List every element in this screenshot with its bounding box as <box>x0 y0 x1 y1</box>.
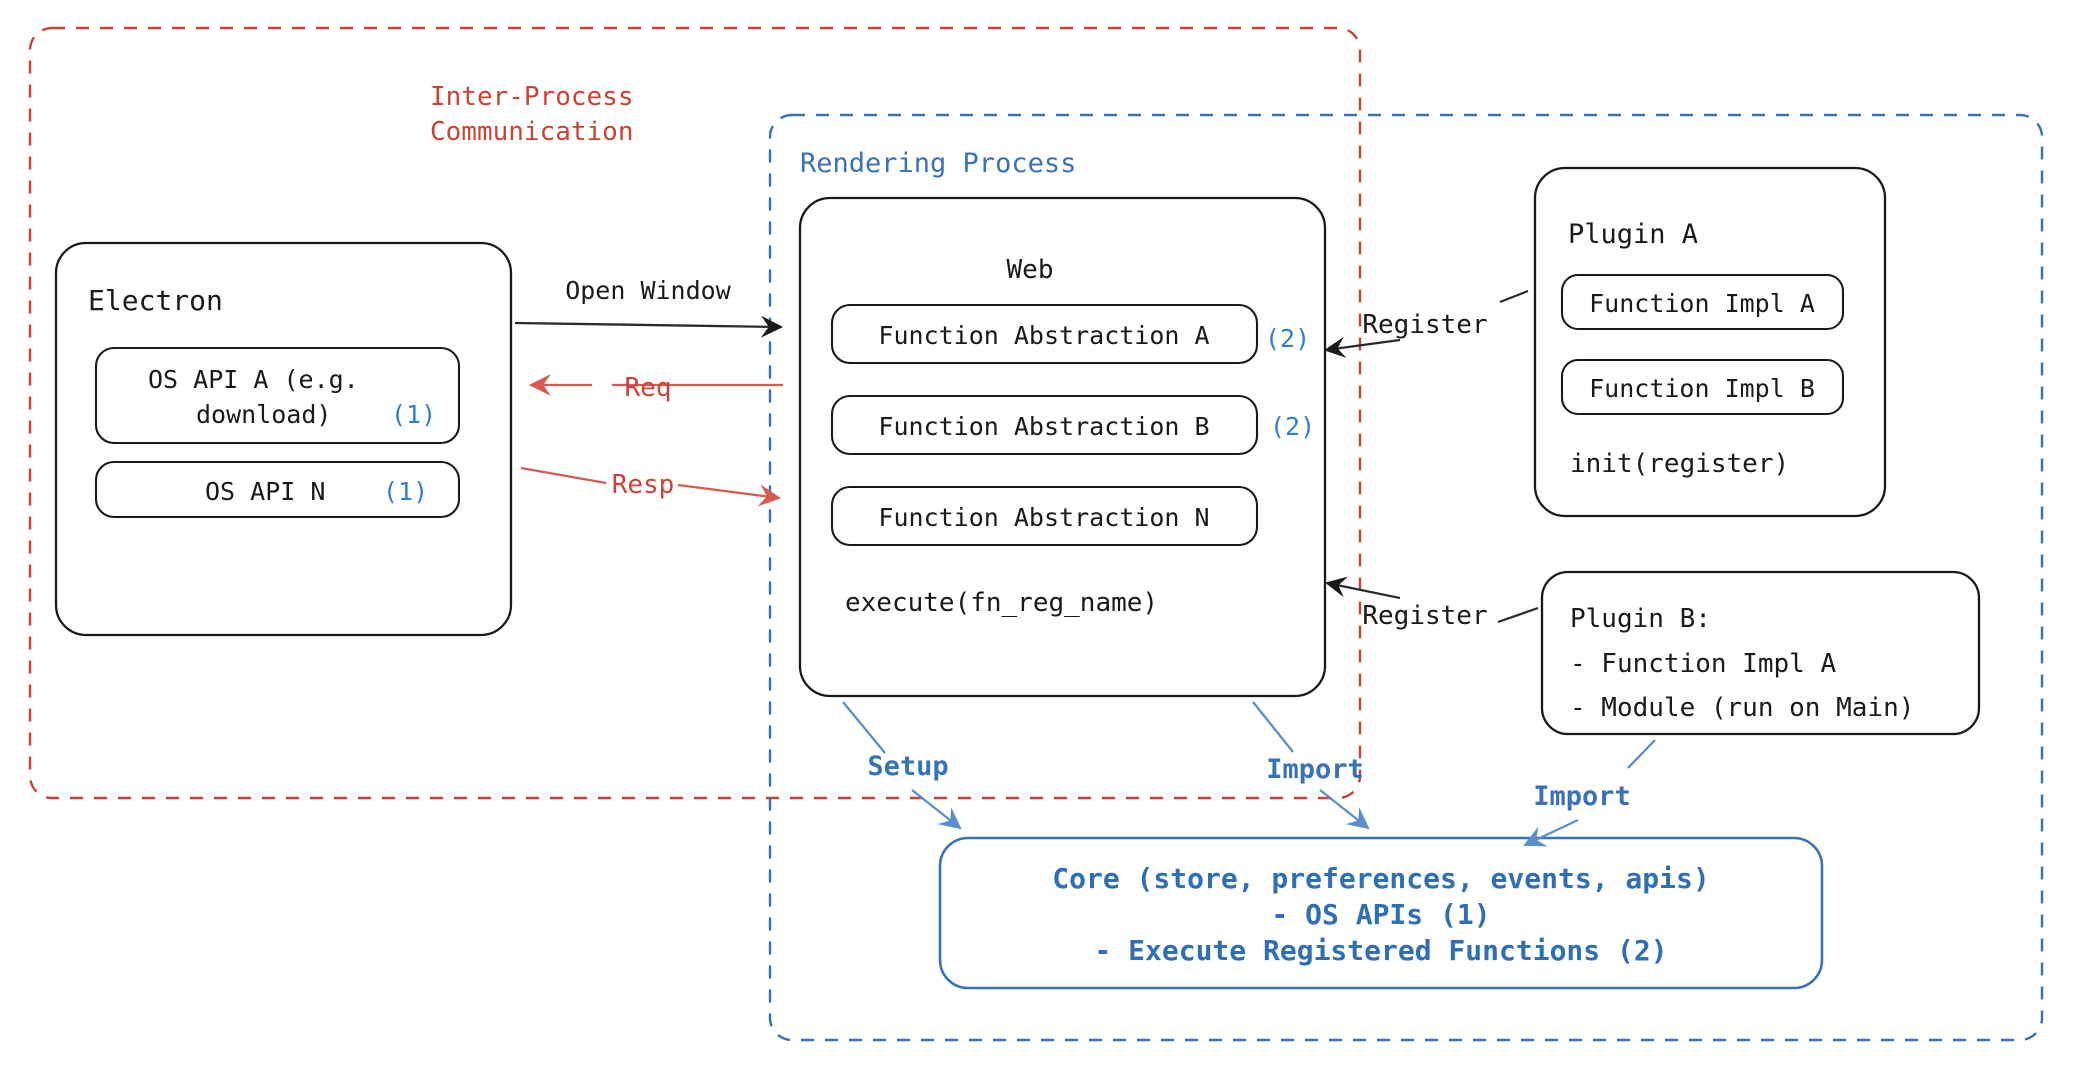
function-abstraction-b-box[interactable] <box>830 394 1259 456</box>
plugin-a-init-footer: init(register) <box>1570 449 1789 479</box>
os-api-n-box[interactable] <box>94 460 461 519</box>
edge-open-window: Open Window <box>514 276 784 338</box>
function-abstraction-a-box[interactable] <box>830 303 1259 365</box>
ipc-boundary <box>28 26 1362 800</box>
web-abstraction-n[interactable]: Function Abstraction N <box>830 485 1259 547</box>
plugin-a-title: Plugin A <box>1568 219 1698 250</box>
register-b-line-upper <box>1497 606 1539 624</box>
register-a-arrow <box>1324 337 1401 358</box>
plugin-b-line-1: - Function Impl A <box>1570 649 1836 679</box>
open-window-arrow <box>514 315 784 338</box>
req-label: Req <box>625 373 672 403</box>
setup-label: Setup <box>867 751 948 782</box>
edge-req: Req <box>528 373 783 403</box>
web-title: Web <box>1007 255 1054 285</box>
import-web-line-upper <box>1252 701 1294 753</box>
os-api-n-label: OS API N <box>205 477 325 506</box>
web-execute-footer: execute(fn_reg_name) <box>845 588 1158 618</box>
plugin-b-title: Plugin B: <box>1570 604 1711 634</box>
resp-line-left <box>520 466 607 485</box>
function-abstraction-n-label: Function Abstraction N <box>878 503 1209 532</box>
function-abstraction-a-marker: (2) <box>1265 324 1310 353</box>
register-b-label: Register <box>1362 601 1487 631</box>
edge-import-web: Import <box>1252 701 1370 830</box>
os-api-n-marker: (1) <box>383 477 428 506</box>
open-window-label: Open Window <box>565 276 732 305</box>
node-electron[interactable]: Electron OS API A (e.g. download) (1) OS… <box>54 241 513 637</box>
plugin-a-box[interactable] <box>1533 166 1887 518</box>
os-api-a-line1: OS API A (e.g. <box>148 365 359 394</box>
edge-import-plugin-b: Import <box>1523 739 1656 847</box>
core-box[interactable] <box>938 836 1824 990</box>
os-api-a-box[interactable] <box>94 346 461 445</box>
import-plugin-b-label: Import <box>1533 781 1631 812</box>
rendering-title: Rendering Process <box>800 148 1076 179</box>
ipc-title-line1: Inter-Process <box>430 82 634 112</box>
node-plugin-b[interactable]: Plugin B: - Function Impl A - Module (ru… <box>1540 570 1981 736</box>
core-line-3: - Execute Registered Functions (2) <box>1094 934 1667 967</box>
function-abstraction-b-marker: (2) <box>1270 412 1315 441</box>
import-web-arrow <box>1319 789 1370 830</box>
resp-arrow <box>677 483 782 507</box>
register-a-label: Register <box>1362 310 1487 340</box>
function-abstraction-a-label: Function Abstraction A <box>878 321 1209 350</box>
group-rendering-process: Rendering Process <box>768 113 2044 1042</box>
core-line-1: Core (store, preferences, events, apis) <box>1052 862 1709 895</box>
setup-line-upper <box>842 701 886 754</box>
edge-register-plugin-b: Register <box>1325 576 1539 631</box>
node-web[interactable]: Web Function Abstraction A (2) Function … <box>798 196 1327 698</box>
core-line-2: - OS APIs (1) <box>1271 898 1490 931</box>
function-abstraction-b-label: Function Abstraction B <box>878 412 1209 441</box>
ipc-title-line2: Communication <box>430 117 634 147</box>
import-pb-line-upper <box>1627 739 1656 769</box>
setup-arrow <box>911 789 962 830</box>
register-b-arrow <box>1325 576 1401 600</box>
resp-label: Resp <box>612 470 675 500</box>
import-pb-arrow <box>1523 818 1579 847</box>
electron-title: Electron <box>88 284 223 317</box>
edge-setup: Setup <box>842 701 962 830</box>
plugin-a-impl-a[interactable]: Function Impl A <box>1560 273 1845 331</box>
function-impl-b-box[interactable] <box>1560 358 1845 416</box>
electron-item-os-api-n[interactable]: OS API N (1) <box>94 460 461 519</box>
register-a-line-upper <box>1499 289 1529 304</box>
edge-register-plugin-a: Register <box>1324 289 1529 358</box>
web-abstraction-a[interactable]: Function Abstraction A (2) <box>830 303 1310 365</box>
edge-resp: Resp <box>520 466 782 507</box>
node-plugin-a[interactable]: Plugin A Function Impl A Function Impl B… <box>1533 166 1887 518</box>
rendering-boundary <box>768 113 2044 1042</box>
function-impl-a-box[interactable] <box>1560 273 1845 331</box>
function-impl-b-label: Function Impl B <box>1589 374 1815 403</box>
function-abstraction-n-box[interactable] <box>830 485 1259 547</box>
web-abstraction-b[interactable]: Function Abstraction B (2) <box>830 394 1315 456</box>
plugin-b-line-2: - Module (run on Main) <box>1570 693 1914 723</box>
os-api-a-line2: download) <box>196 400 331 429</box>
plugin-b-box[interactable] <box>1540 570 1981 736</box>
group-ipc: Inter-Process Communication <box>28 26 1362 800</box>
function-impl-a-label: Function Impl A <box>1589 289 1815 318</box>
os-api-a-marker: (1) <box>391 400 436 429</box>
import-web-label: Import <box>1266 754 1364 785</box>
electron-item-os-api-a[interactable]: OS API A (e.g. download) (1) <box>94 346 461 445</box>
plugin-a-impl-b[interactable]: Function Impl B <box>1560 358 1845 416</box>
node-core[interactable]: Core (store, preferences, events, apis) … <box>938 836 1824 990</box>
